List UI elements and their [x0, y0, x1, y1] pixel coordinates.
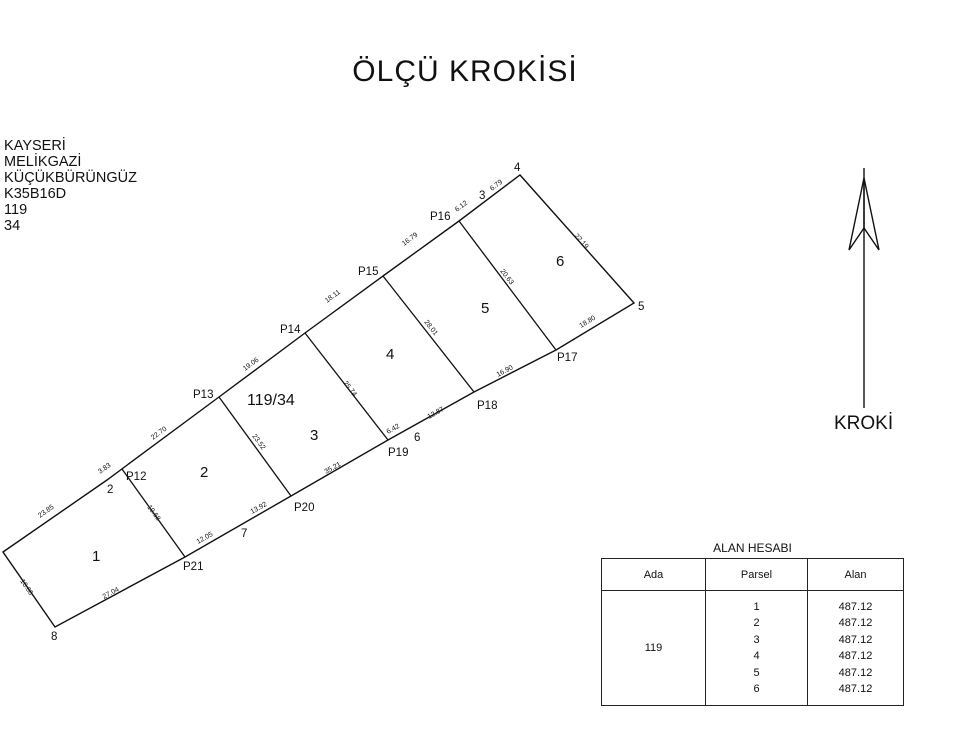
- point-label-p15: P15: [358, 266, 378, 278]
- point-label-p12: P12: [126, 471, 146, 483]
- header-parsel: Parsel: [705, 558, 808, 591]
- ada-value: 119: [601, 590, 706, 706]
- distance-label: 19.06: [242, 357, 260, 373]
- parcel-label-5: 5: [481, 300, 489, 317]
- alan-value: 487.12: [838, 666, 873, 679]
- distance-label: 35.21: [324, 461, 343, 476]
- point-label-p13: P13: [193, 389, 213, 401]
- point-label-6: 6: [414, 432, 420, 444]
- parsel-value: 3: [753, 633, 760, 646]
- point-label-p20: P20: [294, 502, 314, 514]
- point-label-p21: P21: [183, 561, 203, 573]
- parcel-label-3: 3: [310, 427, 318, 444]
- point-label-7: 7: [241, 528, 247, 540]
- distance-label: 22.19: [573, 233, 590, 251]
- page-title: ÖLÇÜ KROKİSİ: [352, 55, 578, 88]
- point-label-p16: P16: [430, 211, 450, 223]
- point-label-3: 3: [479, 190, 485, 202]
- area-table-title: ALAN HESABI: [713, 541, 792, 555]
- distance-label: 25.74: [341, 380, 357, 398]
- point-label-4: 4: [514, 162, 521, 174]
- distance-label: 16.66: [18, 578, 34, 597]
- distance-label: 19.68: [145, 504, 161, 522]
- info-line-district: : MELİKGAZİ: [0, 154, 82, 170]
- info-line-sheet: : K35B16D: [0, 186, 67, 202]
- distance-label: 27.04: [102, 586, 121, 600]
- block-parcel-label: 119/34: [247, 392, 295, 409]
- parcel-label-6: 6: [556, 253, 564, 270]
- distance-label: 13.92: [250, 501, 269, 516]
- point-label-p19: P19: [388, 447, 408, 459]
- area-calculation-table: ALAN HESABI Ada Parsel Alan 119 1 2 3 4 …: [601, 541, 904, 706]
- division-line-2-3: [218, 396, 292, 497]
- point-label-8: 8: [51, 631, 57, 643]
- division-line-1-2: [121, 468, 186, 558]
- info-line-parcel: : 34: [0, 218, 21, 234]
- division-line-3-4: [304, 332, 389, 441]
- header-ada: Ada: [601, 558, 706, 591]
- parsel-column: 1 2 3 4 5 6: [705, 590, 808, 706]
- division-line-5-6: [458, 220, 557, 351]
- distance-label: 6.12: [454, 200, 469, 214]
- alan-value: 487.12: [838, 683, 873, 695]
- distance-label: 22.70: [150, 426, 168, 442]
- parsel-value: 6: [753, 683, 760, 695]
- info-line-province: : KAYSERİ: [0, 138, 66, 154]
- point-label-p14: P14: [280, 324, 301, 336]
- alan-value: 487.12: [838, 617, 873, 629]
- boundary-polygon: [2, 174, 636, 628]
- alan-value: 487.12: [838, 633, 873, 646]
- distance-label: 16.79: [401, 232, 419, 248]
- parcel-info-list: : KAYSERİ : MELİKGAZİ : KÜÇÜKBÜRÜNGÜZ : …: [0, 138, 137, 234]
- point-label-p18: P18: [477, 400, 497, 412]
- distance-label: 12.87: [427, 406, 446, 421]
- distance-label: 12.05: [196, 531, 215, 546]
- parsel-value: 2: [753, 617, 760, 629]
- distance-label: 3.83: [97, 462, 112, 476]
- point-label-2: 2: [107, 484, 113, 496]
- parsel-value: 1: [753, 600, 760, 613]
- division-line-4-5: [382, 275, 475, 393]
- header-alan: Alan: [807, 558, 904, 591]
- parcel-label-2: 2: [200, 464, 208, 481]
- point-label-p17: P17: [557, 352, 577, 364]
- point-label-5: 5: [638, 301, 644, 313]
- distance-label: 28.01: [422, 319, 438, 337]
- parsel-value: 4: [753, 650, 760, 662]
- parcel-label-1: 1: [92, 548, 100, 565]
- north-arrow-icon: [848, 168, 880, 408]
- distance-label: 18.11: [324, 289, 342, 305]
- info-line-block: : 119: [0, 202, 28, 218]
- alan-value: 487.12: [838, 650, 873, 662]
- parsel-value: 5: [753, 666, 760, 679]
- kroki-label: KROKİ: [834, 413, 894, 434]
- parcel-label-4: 4: [386, 346, 394, 363]
- info-line-neighborhood: : KÜÇÜKBÜRÜNGÜZ: [0, 170, 137, 186]
- alan-column: 487.12 487.12 487.12 487.12 487.12 487.1…: [807, 590, 904, 706]
- distance-label: 6.79: [489, 179, 504, 193]
- alan-value: 487.12: [838, 600, 873, 613]
- area-table-grid: Ada Parsel Alan 119 1 2 3 4 5 6 487.12 4…: [601, 558, 904, 706]
- distance-label: 23.52: [250, 433, 266, 451]
